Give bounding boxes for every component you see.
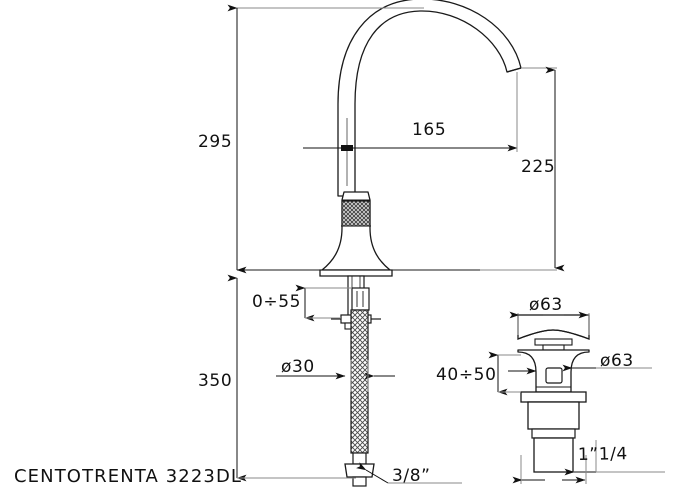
label-shank-diameter: ø30 bbox=[281, 357, 315, 377]
drawing-title: CENTOTRENTA 3223DL bbox=[14, 466, 242, 487]
dimension-lines bbox=[227, 4, 665, 484]
hose-fitting-nut bbox=[344, 452, 375, 487]
drain-cap bbox=[517, 314, 590, 340]
label-drain-flange-diameter: ø63 bbox=[600, 351, 634, 371]
label-overall-height: 295 bbox=[198, 132, 232, 152]
drain-tailpiece bbox=[527, 401, 580, 473]
drain-cap-stem bbox=[534, 338, 573, 351]
label-spout-outlet-height: 225 bbox=[521, 157, 555, 177]
leader-pointer-38 bbox=[356, 462, 389, 484]
knurled-band bbox=[341, 200, 371, 227]
label-drain-cap-diameter: ø63 bbox=[529, 295, 563, 315]
label-below-deck-length: 350 bbox=[198, 371, 232, 391]
gooseneck-spout bbox=[337, 0, 522, 197]
dimension-labels: 295 165 225 0÷55 350 ø30 3/8” ø63 ø63 40… bbox=[198, 120, 634, 486]
faucet-assembly bbox=[237, 0, 522, 487]
label-spout-reach: 165 bbox=[412, 120, 446, 140]
label-shank-adjust: 0÷55 bbox=[252, 292, 301, 312]
label-hose-thread: 3/8” bbox=[392, 466, 431, 486]
drain-collar bbox=[520, 391, 587, 403]
label-drain-thread: 1”1/4 bbox=[578, 444, 628, 465]
braided-flex-hose bbox=[350, 309, 369, 454]
drain-assembly bbox=[517, 314, 590, 473]
shank-coupling bbox=[351, 287, 370, 311]
faucet-base-flange bbox=[319, 269, 393, 277]
label-drain-thickness-range: 40÷50 bbox=[436, 365, 497, 385]
